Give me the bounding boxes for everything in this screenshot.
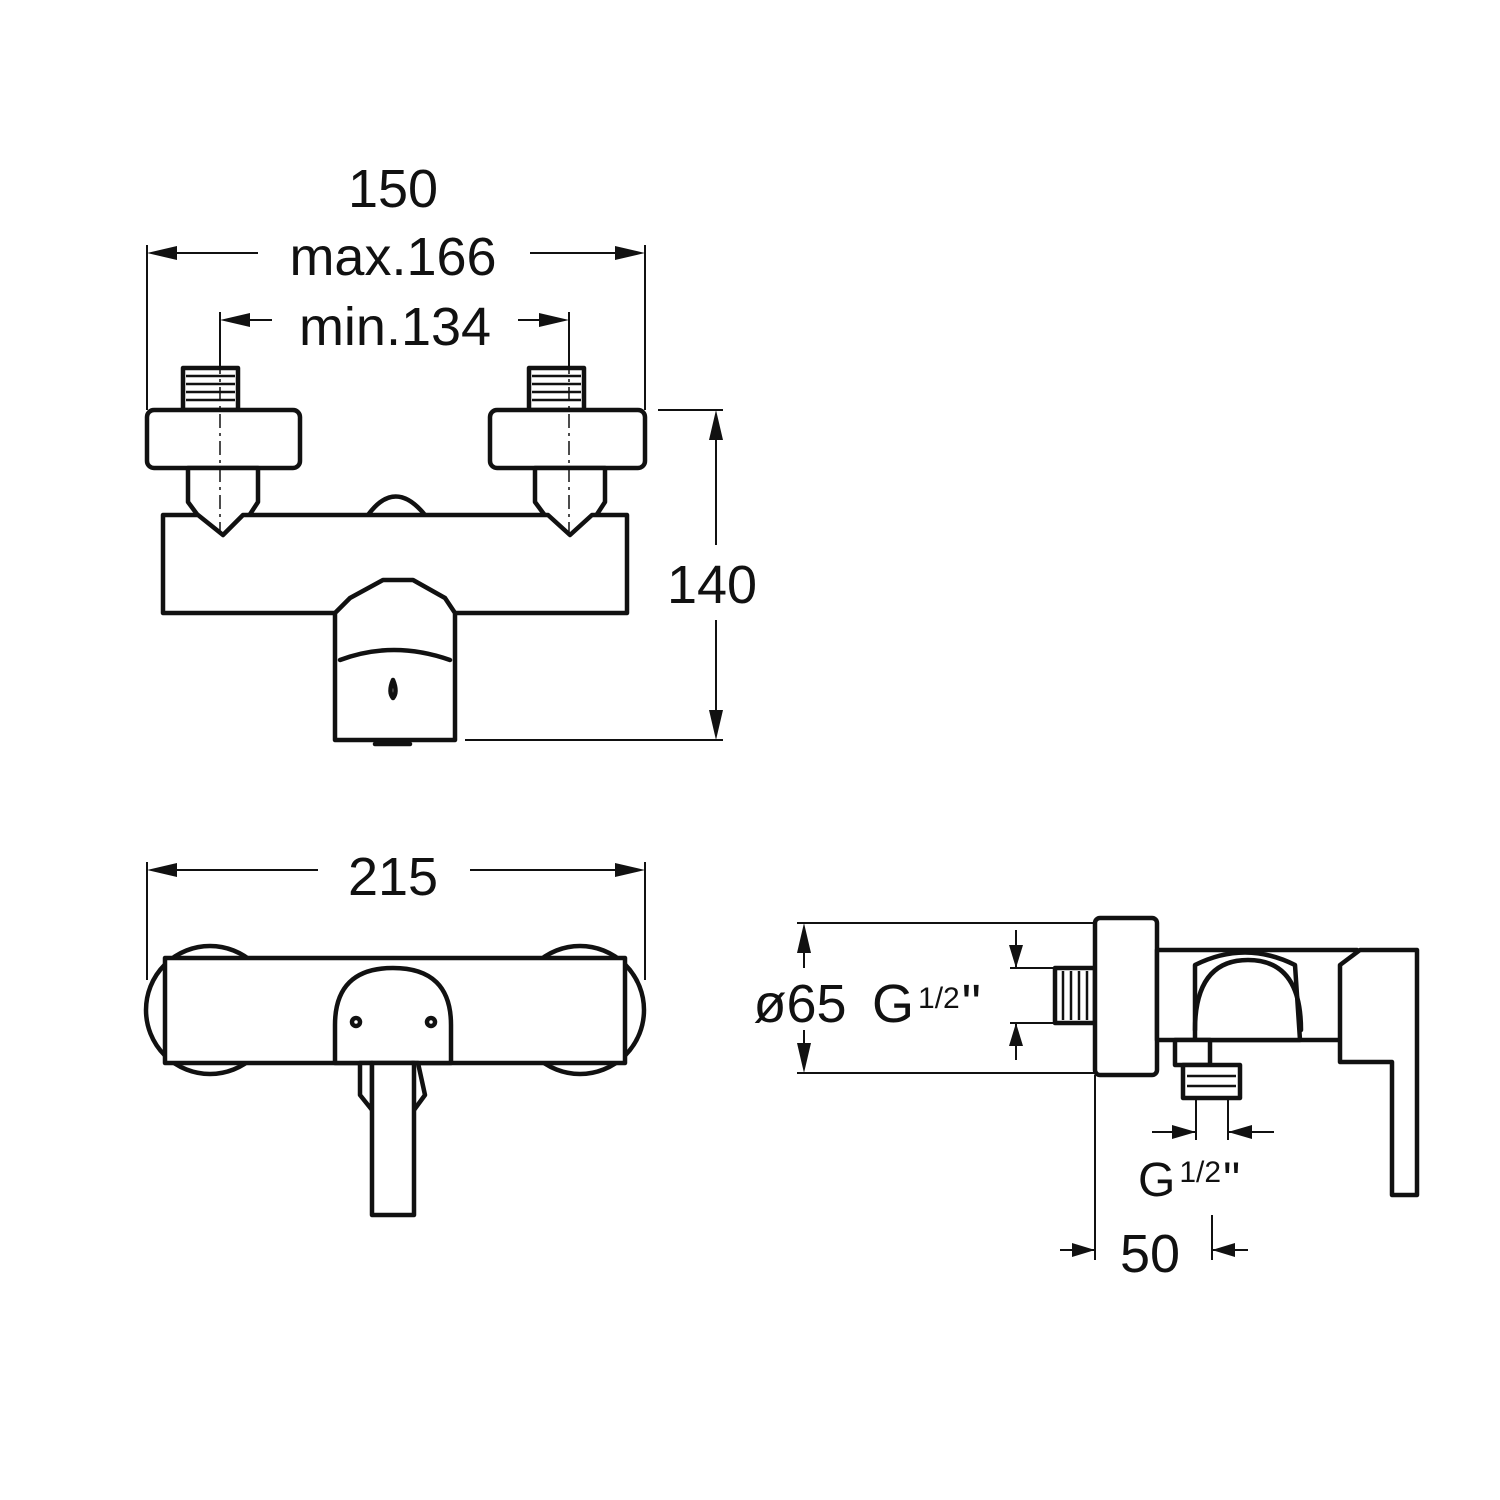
side-body: [1154, 947, 1420, 1198]
depth-dimension: [1060, 1075, 1248, 1260]
outlet-thread-dimension: [1152, 1098, 1274, 1140]
outlet-thread-g: G: [1138, 1154, 1175, 1207]
cartridge-cover: [332, 965, 454, 1066]
max-width-label: max.166: [289, 227, 496, 287]
width-label: 150: [348, 159, 438, 219]
lever-handle: [357, 1060, 428, 1218]
inlet-thread: [1052, 965, 1098, 1026]
outlet-thread-frac: 1/2: [1179, 1156, 1221, 1189]
screw-right: [424, 1015, 438, 1029]
screw-left: [349, 1015, 363, 1029]
front-view: 150 max.166 min.134: [144, 159, 757, 747]
height-dimension: [465, 409, 723, 741]
min-width-label: min.134: [299, 297, 491, 357]
diameter-label: ø65: [753, 974, 846, 1034]
depth-label: 50: [1120, 1224, 1180, 1284]
overall-width-label: 215: [348, 847, 438, 907]
width-dimension-max: [146, 245, 646, 410]
mixer-body: [160, 494, 630, 747]
width-dimension-min: [219, 312, 570, 370]
top-view: 215: [143, 847, 647, 1218]
height-label: 140: [667, 555, 757, 615]
overall-width-dimension: [146, 862, 646, 980]
inlet-thread-inch: ": [962, 974, 981, 1034]
inlet-thread-dimension: [1009, 930, 1055, 1060]
diameter-dimension: [797, 922, 1095, 1074]
wall-flange: [1092, 915, 1160, 1078]
inlet-thread-g: G: [872, 974, 914, 1034]
outlet-thread-inch: ": [1223, 1154, 1240, 1207]
inlet-thread-frac: 1/2: [918, 982, 960, 1015]
